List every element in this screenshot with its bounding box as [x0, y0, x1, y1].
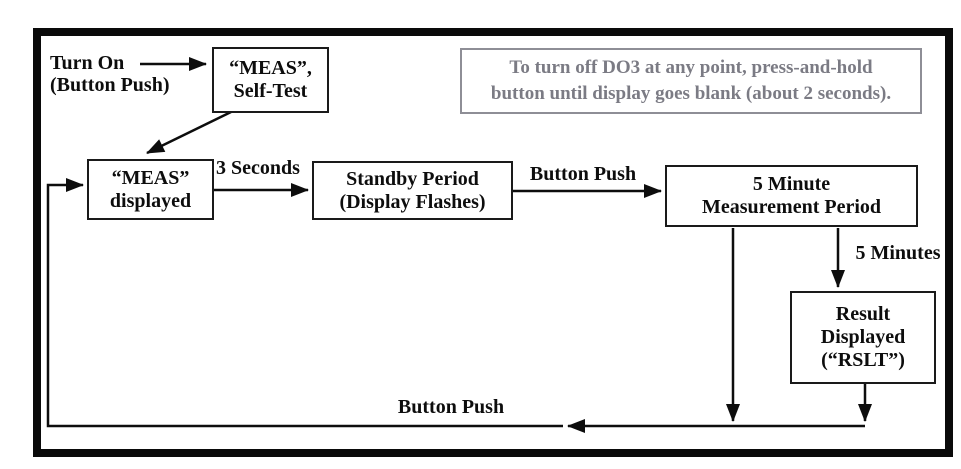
power-off-note: To turn off DO3 at any point, press-and-…: [460, 48, 922, 114]
node-measurement-period: 5 Minute Measurement Period: [665, 165, 918, 227]
node-measurement-period-line1: 5 Minute: [752, 173, 831, 195]
node-meas-displayed-line2: displayed: [109, 189, 192, 212]
power-off-note-line2: button until display goes blank (about 2…: [490, 83, 892, 104]
edge-label-button-push-bottom: Button Push: [397, 396, 505, 418]
node-result-displayed-line3: (“RSLT”): [821, 349, 905, 371]
node-meas-displayed: “MEAS” displayed: [87, 159, 214, 220]
node-result-displayed-line1: Result: [835, 303, 891, 325]
start-label-line2: (Button Push): [50, 74, 170, 96]
node-result-displayed: Result Displayed (“RSLT”): [790, 291, 936, 384]
line-return-to-start: [46, 178, 563, 428]
node-standby-period-line1: Standby Period: [346, 167, 479, 190]
arrow-selftest-to-displayed: [146, 110, 232, 155]
edge-label-three-seconds: 3 Seconds: [216, 157, 300, 179]
start-label-line1: Turn On: [50, 52, 125, 74]
power-off-note-line1: To turn off DO3 at any point, press-and-…: [509, 57, 873, 79]
start-label: Turn On (Button Push): [50, 52, 169, 96]
node-result-displayed-line2: Displayed: [820, 326, 906, 348]
node-standby-period-line2: (Display Flashes): [339, 190, 486, 213]
node-meas-displayed-line1: “MEAS”: [111, 166, 190, 189]
node-measurement-period-line2: Measurement Period: [701, 196, 882, 218]
node-meas-self-test-line2: Self-Test: [233, 80, 308, 102]
edge-label-five-minutes: 5 Minutes: [855, 242, 941, 264]
diagram-border: [33, 28, 953, 457]
edge-label-button-push-top: Button Push: [529, 163, 637, 185]
node-standby-period: Standby Period (Display Flashes): [312, 161, 513, 220]
node-meas-self-test-line1: “MEAS”,: [229, 57, 312, 79]
node-meas-self-test: “MEAS”, Self-Test: [212, 47, 329, 113]
